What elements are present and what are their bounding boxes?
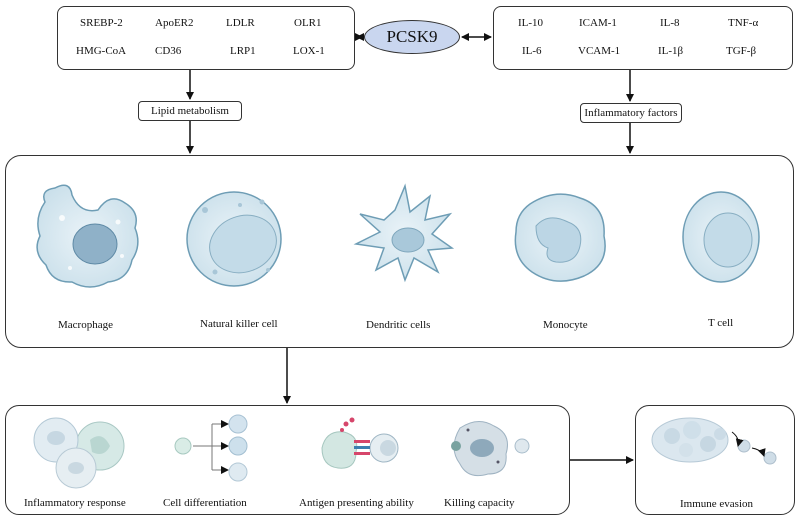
- effect-label-inflammatory: Inflammatory response: [24, 497, 126, 509]
- antigen-presenting-illustration: [321, 417, 399, 469]
- inflam-item: IL-6: [522, 45, 542, 57]
- immune-evasion-illustration: [651, 417, 777, 465]
- nk-cell-illustration: [186, 191, 282, 287]
- cell-differentiation-illustration: [174, 414, 248, 482]
- inflam-item: IL-10: [518, 17, 544, 29]
- t-cell-illustration: [682, 191, 760, 283]
- cell-label-monocyte: Monocyte: [543, 319, 588, 331]
- inflam-item: ICAM-1: [579, 17, 617, 29]
- cell-label-macrophage: Macrophage: [58, 319, 113, 331]
- inflam-item: IL-8: [660, 17, 680, 29]
- effect-label-killing: Killing capacity: [444, 497, 515, 509]
- lipid-metabolism-label: Lipid metabolism: [138, 101, 242, 121]
- inflam-item: IL-1β: [658, 45, 684, 57]
- pcsk9-node: PCSK9: [364, 20, 460, 54]
- dendritic-cell-illustration: [353, 183, 455, 283]
- effect-label-differentiation: Cell differentiation: [163, 497, 247, 509]
- inflam-item: VCAM-1: [578, 45, 621, 57]
- lipid-item: CD36: [155, 45, 182, 57]
- lipid-item: ApoER2: [155, 17, 194, 29]
- lipid-item: LDLR: [226, 17, 255, 29]
- lipid-item: SREBP-2: [80, 17, 123, 29]
- cell-label-dendritic: Dendritic cells: [366, 319, 431, 331]
- lipid-genes-box: SREBP-2 ApoER2 LDLR OLR1 HMG-CoA CD36 LR…: [57, 6, 355, 70]
- effect-label-antigen: Antigen presenting ability: [299, 497, 414, 509]
- lipid-item: HMG-CoA: [76, 45, 127, 57]
- cell-label-t-cell: T cell: [708, 317, 734, 329]
- inflam-item: TNF-α: [728, 17, 759, 29]
- inflammatory-factors-box: IL-10 ICAM-1 IL-8 TNF-α IL-6 VCAM-1 IL-1…: [493, 6, 793, 70]
- cell-label-nk-cell: Natural killer cell: [200, 318, 278, 330]
- lipid-item: LOX-1: [293, 45, 325, 57]
- inflam-item: TGF-β: [726, 45, 757, 57]
- killing-capacity-illustration: [451, 421, 530, 477]
- monocyte-illustration: [514, 193, 606, 282]
- inflammatory-factors-label: Inflammatory factors: [580, 103, 682, 123]
- lipid-item: OLR1: [294, 17, 322, 29]
- macrophage-illustration: [36, 184, 139, 288]
- lipid-item: LRP1: [230, 45, 256, 57]
- outcome-label: Immune evasion: [680, 498, 754, 510]
- inflammatory-response-illustration: [33, 417, 125, 489]
